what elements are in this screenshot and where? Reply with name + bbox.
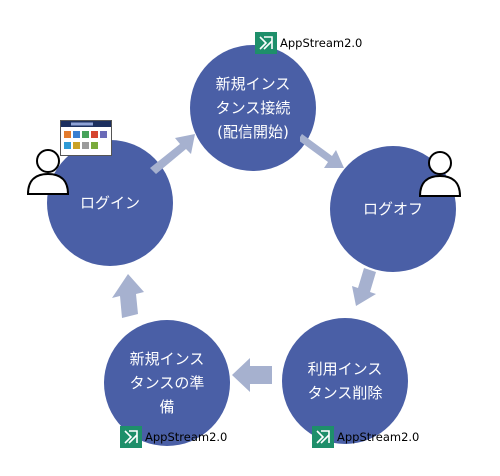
node-prepare-instance: 新規インス タンスの準 備 [104,320,230,446]
person-icon [418,151,462,197]
arrow-logoff-to-delete [352,268,376,306]
arrow-login-to-new [150,134,195,174]
appstream-badge-top: AppStream2.0 [255,32,362,54]
appstream-label: AppStream2.0 [145,430,228,444]
arrow-new-to-logoff [300,134,344,168]
arrow-prepare-to-login [112,274,144,318]
node-login: ログイン [47,140,173,266]
appstream-logo-icon [312,426,334,448]
person-icon [26,149,70,195]
node-delete-instance: 利用インス タンス削除 [282,318,408,444]
node-login-label: ログイン [79,194,140,212]
node-logoff-label: ログオフ [362,200,423,218]
node-delete-instance-label: 利用インス タンス削除 [307,360,383,402]
appstream-logo-icon [120,426,142,448]
appstream-logo-icon [255,32,277,54]
appstream-label: AppStream2.0 [280,36,363,50]
appstream-label: AppStream2.0 [337,430,420,444]
node-new-instance-connect-label: 新規インス タンス接続 (配信開始) [215,75,291,141]
node-prepare-instance-label: 新規インス タンスの準 備 [129,350,205,416]
appstream-badge-bottom-left: AppStream2.0 [120,426,227,448]
arrow-delete-to-prepare [232,358,272,392]
appstream-badge-bottom-right: AppStream2.0 [312,426,419,448]
node-new-instance-connect: 新規インス タンス接続 (配信開始) [190,45,316,171]
app-window-icon [60,120,112,156]
